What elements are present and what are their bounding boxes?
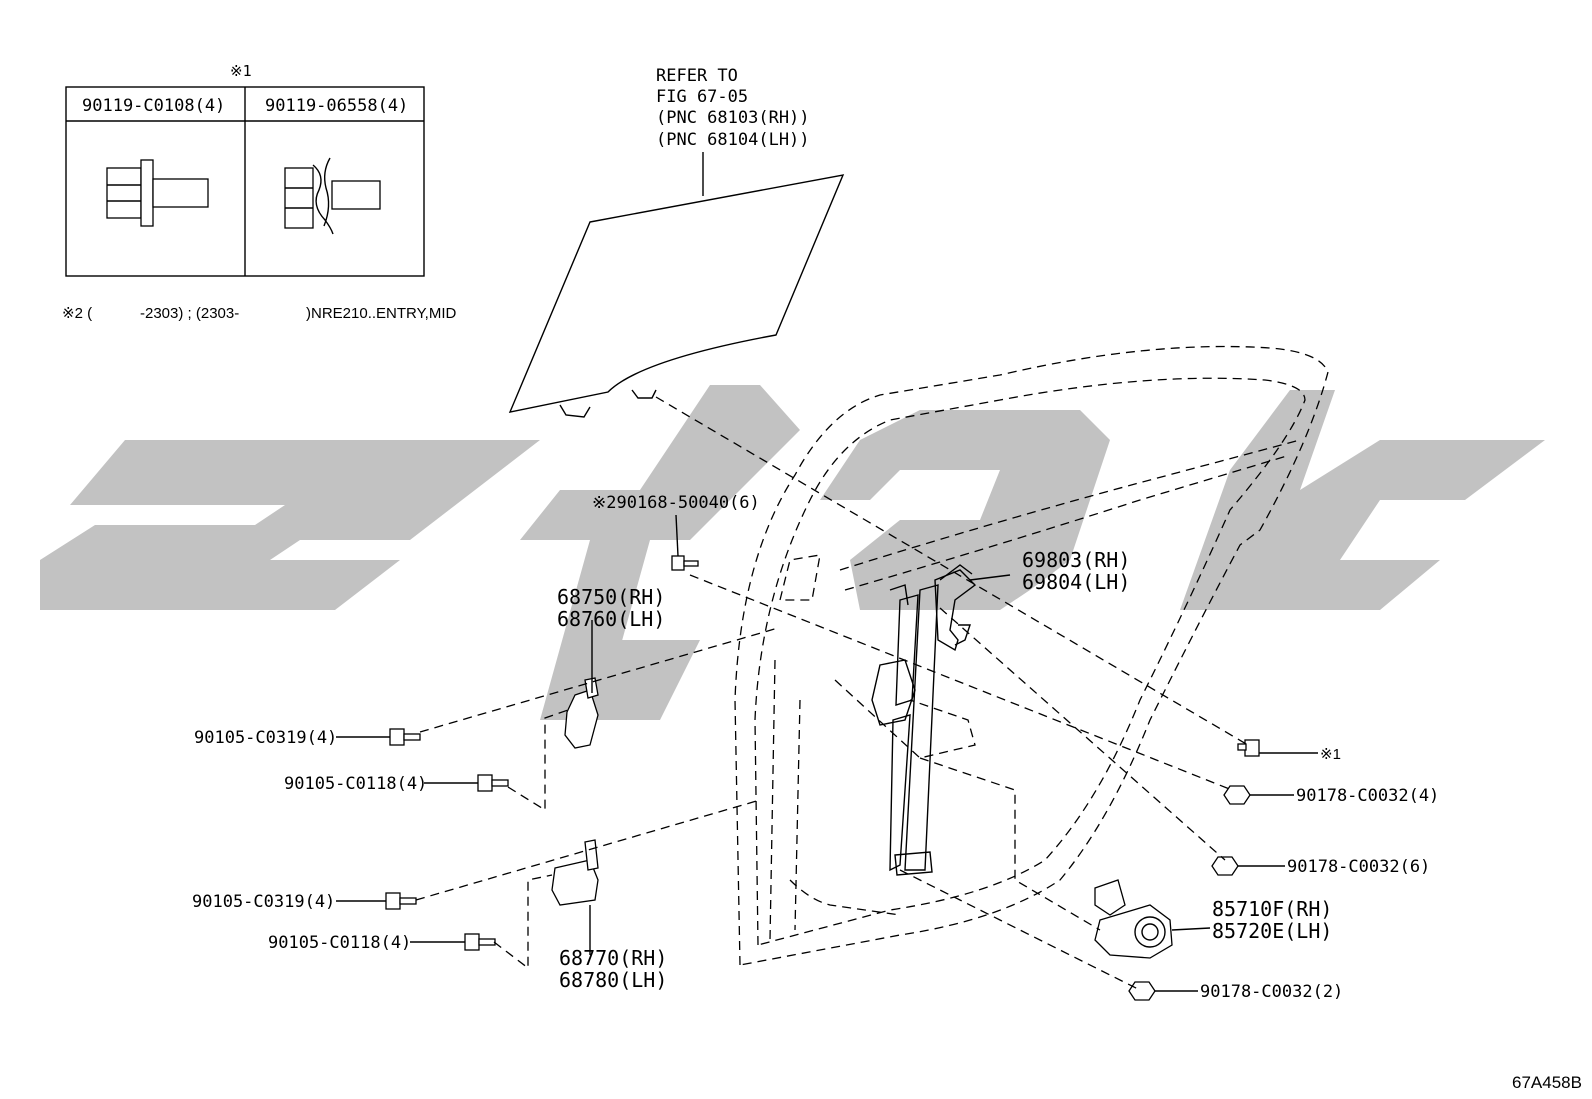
label-leaders [336,514,1318,992]
label-68750: 68750(RH) [557,585,665,609]
refer-line2: FIG 67-05 [656,87,748,107]
label-90178-c: 90178-C0032(2) [1200,982,1343,1002]
label-90105-c: 90105-C0319(4) [192,892,335,912]
washer-bolt-icon [284,157,381,235]
note1-col2-label: 90119-06558(4) [265,96,408,116]
label-68760: 68760(LH) [557,607,665,631]
note1-col1-label: 90119-C0108(4) [82,96,225,116]
leader-lines [415,396,1249,991]
label-69804: 69804(LH) [1022,570,1130,594]
fasteners [385,555,1260,1001]
bolt-icon [1237,739,1260,757]
nut-icon [1223,785,1251,805]
refer-line1: REFER TO [656,66,738,86]
refer-line4: (PNC 68104(LH)) [656,130,810,150]
watermark-logo [40,385,1545,720]
label-68770: 68770(RH) [559,946,667,970]
door-glass [508,174,845,418]
note2-suffix: )NRE210..ENTRY,MID [306,305,456,322]
nut-icon [1211,856,1239,876]
note2: ※2 ( -2303) ; (2303- )NRE210..ENTRY,MID [62,305,456,322]
label-85710: 85710F(RH) [1212,897,1332,921]
label-85720: 85720E(LH) [1212,919,1332,943]
note1-mark: ※1 [230,62,252,80]
flange-bolt-icon [106,159,209,227]
window-regulator [871,564,977,876]
note1-table: ※1 90119-C0108(4) 90119-06558(4) [65,62,425,277]
label-69803: 69803(RH) [1022,548,1130,572]
label-90105-a: 90105-C0319(4) [194,728,337,748]
bolt-icon [385,892,417,910]
label-68780: 68780(LH) [559,968,667,992]
label-90105-b: 90105-C0118(4) [284,774,427,794]
door-frame [734,345,1329,966]
window-motor [1094,879,1173,959]
note2-prefix: ※2 ( [62,305,92,322]
refer-line3: (PNC 68103(RH)) [656,108,810,128]
nut-icon [1128,981,1156,1001]
bolt-icon [464,933,496,951]
figure-code: 67A458B [1512,1073,1582,1092]
screw-icon [671,555,699,571]
label-90178-b: 90178-C0032(6) [1287,857,1430,877]
note2-mid: -2303) ; (2303- [140,305,239,322]
bolt-icon [389,728,421,746]
part-labels: ※290168-50040(6) 69803(RH) 69804(LH) 687… [192,493,1582,1092]
bolt-icon [477,774,509,792]
label-290168: ※290168-50040(6) [592,493,760,513]
label-mark1: ※1 [1320,746,1341,763]
label-90178-a: 90178-C0032(4) [1296,786,1439,806]
refer-note: REFER TO FIG 67-05 (PNC 68103(RH)) (PNC … [656,66,810,196]
label-90105-d: 90105-C0118(4) [268,933,411,953]
